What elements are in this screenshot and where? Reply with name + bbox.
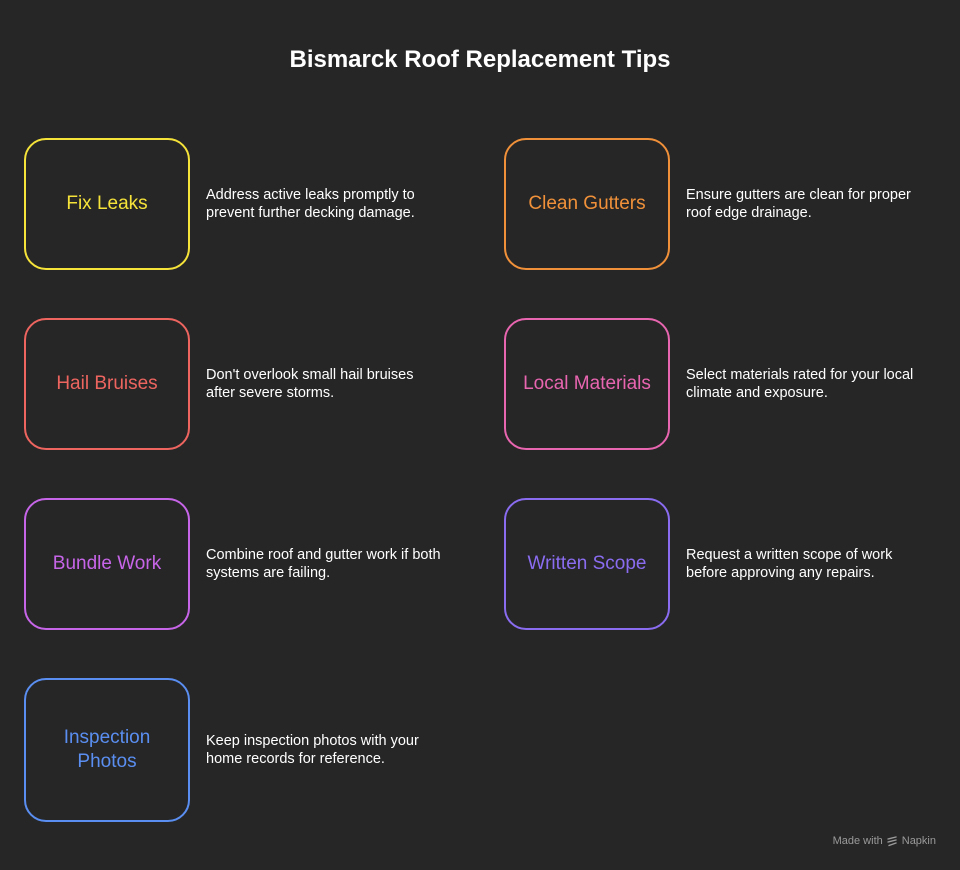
tip-description: Don't overlook small hail bruises after …: [206, 367, 414, 401]
tip-box-hail-bruises: Hail Bruises: [24, 318, 190, 450]
tip-box-local-materials: Local Materials: [504, 318, 670, 450]
tip-label: Hail Bruises: [56, 373, 158, 394]
tip-label: Clean Gutters: [528, 193, 646, 214]
tip-description: Select materials rated for your local cl…: [686, 367, 914, 401]
tip-box-fix-leaks: Fix Leaks: [24, 138, 190, 270]
tip-box-bundle-work: Bundle Work: [24, 498, 190, 630]
tip-description: Address active leaks promptly to prevent…: [206, 187, 415, 221]
tip-description: Keep inspection photos with your home re…: [206, 733, 419, 767]
tip-description: Request a written scope of work before a…: [686, 547, 893, 581]
tip-box-clean-gutters: Clean Gutters: [504, 138, 670, 270]
napkin-logo-icon: [887, 835, 898, 847]
page-title: Bismarck Roof Replacement Tips: [289, 46, 671, 73]
footer-credit: Made with Napkin: [833, 835, 936, 847]
tip-label: Local Materials: [523, 373, 651, 394]
tip-label: Written Scope: [527, 553, 647, 574]
tip-box-inspection-photos: Inspection Photos: [24, 678, 190, 822]
footer-made-with: Made with: [832, 835, 883, 847]
tip-description: Ensure gutters are clean for proper roof…: [686, 187, 911, 221]
tip-label: Fix Leaks: [66, 193, 148, 214]
footer-brand: Napkin: [901, 835, 936, 847]
tip-label: Inspection Photos: [63, 727, 151, 772]
tip-description: Combine roof and gutter work if both sys…: [206, 547, 441, 581]
tip-label: Bundle Work: [52, 553, 162, 574]
tip-box-written-scope: Written Scope: [504, 498, 670, 630]
